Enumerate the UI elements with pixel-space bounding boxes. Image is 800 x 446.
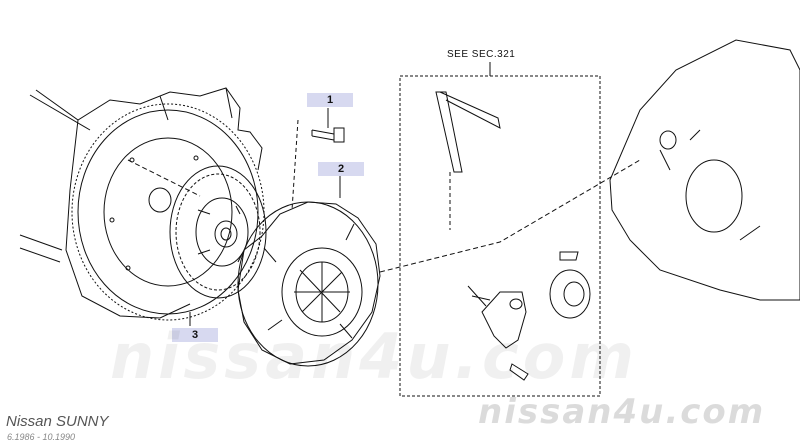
part-callout-3: 3 <box>172 328 218 342</box>
watermark-bottom: nissan4u.com <box>478 392 766 432</box>
release-mechanism-box <box>399 62 601 397</box>
bolt-drawing <box>311 127 345 143</box>
vehicle-model-label: Nissan SUNNY <box>6 413 109 430</box>
engine-block-drawing <box>19 87 263 319</box>
watermark-center: nissan4u.com <box>110 320 638 393</box>
part-callout-2: 2 <box>318 162 364 176</box>
flywheel-drawing <box>71 103 265 321</box>
clutch-disc-drawing <box>169 165 267 299</box>
part-callout-1: 1 <box>307 93 353 107</box>
transmission-case-drawing <box>609 39 800 301</box>
release-fork-drawing <box>467 285 529 381</box>
clutch-cover-drawing <box>237 201 381 367</box>
section-reference-label: SEE SEC.321 <box>447 49 516 60</box>
release-bearing-drawing <box>549 251 591 319</box>
production-range-label: 6.1986 - 10.1990 <box>7 432 76 442</box>
leader-lines <box>127 108 641 326</box>
withdrawal-lever-drawing <box>435 91 501 230</box>
